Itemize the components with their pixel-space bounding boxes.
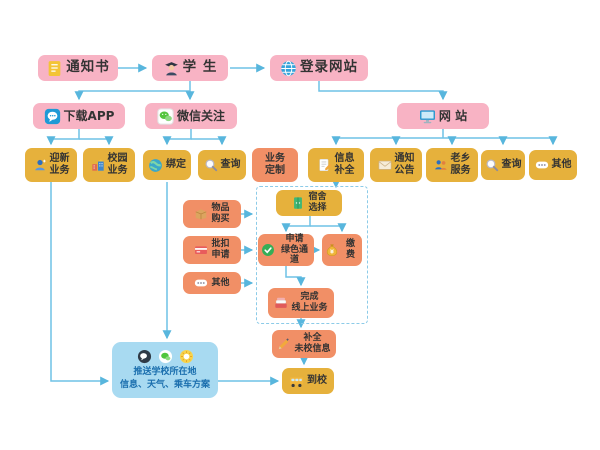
node-campus-label: 校园 业务 <box>107 153 128 176</box>
push-panel-icons <box>137 349 194 364</box>
search-icon <box>485 158 499 172</box>
node-student-label: 学 生 <box>182 59 218 76</box>
node-website-label: 网 站 <box>438 108 468 123</box>
svg-text:¥: ¥ <box>330 250 334 256</box>
node-fellow-service: 老乡 服务 <box>426 148 478 182</box>
node-arrive-label: 到校 <box>307 375 327 387</box>
chat-bubble-icon <box>158 349 173 364</box>
node-bind: 绑定 <box>143 150 191 180</box>
node-fellow-label: 老乡 服务 <box>450 153 471 176</box>
node-dorm-label: 宿舍 选择 <box>308 192 327 213</box>
node-goods-purchase: 物品 购买 <box>183 200 241 228</box>
node-pay: ¥ 缴费 <box>322 234 362 266</box>
node-deduct-label: 批扣 申请 <box>211 239 230 260</box>
globe-icon <box>280 60 297 77</box>
node-app-label: 下载APP <box>63 108 115 123</box>
document-icon <box>46 60 63 77</box>
earth-icon <box>148 158 163 173</box>
node-arrive-school: 到校 <box>282 368 334 394</box>
node-fill-info: 补全 未校信息 <box>272 330 336 358</box>
dorm-cabinet-icon <box>291 196 305 210</box>
form-pencil-icon <box>318 158 332 172</box>
node-green-channel-label: 申请 绿色通道 <box>280 234 308 266</box>
node-query-wechat: 查询 <box>198 150 246 180</box>
node-complete-online: 完成 线上业务 <box>268 288 334 318</box>
node-campus-business: 校园 业务 <box>83 148 135 182</box>
school-bus-icon <box>289 374 304 389</box>
push-info-panel: 推送学校所在地 信息、天气、乘车方案 <box>112 342 218 398</box>
node-fill-label: 补全 未校信息 <box>294 333 331 354</box>
node-pay-label: 缴费 <box>345 239 355 260</box>
bank-card-icon <box>194 243 208 257</box>
node-goods-label: 物品 购买 <box>211 203 230 224</box>
node-download-app: 下载APP <box>33 103 125 129</box>
node-bind-label: 绑定 <box>166 159 186 171</box>
node-info-complete: 信息 补全 <box>308 148 364 182</box>
node-announce-label: 通知 公告 <box>394 153 415 176</box>
node-other-web: 其他 <box>529 150 577 180</box>
node-welcome-label: 迎新 业务 <box>49 153 70 176</box>
dots-icon <box>535 159 549 171</box>
search-icon <box>204 158 218 172</box>
box-icon <box>194 207 208 221</box>
campus-building-icon <box>91 158 105 172</box>
node-notice-label: 通知书 <box>66 59 110 76</box>
node-info-label: 信息 补全 <box>334 153 355 176</box>
node-other-web-label: 其他 <box>551 159 572 171</box>
node-announcement: 通知 公告 <box>370 148 422 182</box>
node-login-website: 登录网站 <box>270 55 368 81</box>
node-batch-deduct: 批扣 申请 <box>183 236 241 264</box>
wechat-icon <box>157 107 174 125</box>
node-notice: 通知书 <box>38 55 118 81</box>
monitor-icon <box>419 108 436 125</box>
business-custom-dashed-group <box>256 186 368 324</box>
node-custom-label: 业务 定制 <box>265 153 285 176</box>
envelope-icon <box>378 158 392 172</box>
student-icon <box>163 60 180 77</box>
pencil-icon <box>277 337 291 351</box>
newcomer-icon <box>33 158 47 172</box>
node-other-left-label: 其他 <box>211 277 230 288</box>
people-icon <box>434 158 448 172</box>
node-business-custom: 业务 定制 <box>252 148 298 182</box>
node-welcome-business: 迎新 业务 <box>25 148 77 182</box>
node-other-left: 其他 <box>183 272 241 294</box>
app-icon <box>44 108 61 125</box>
stacked-cards-icon <box>274 296 288 310</box>
node-dorm-select: 宿舍 选择 <box>276 190 342 216</box>
node-green-channel: 申请 绿色通道 <box>258 234 314 266</box>
node-query-web-label: 查询 <box>501 159 522 171</box>
wechat-bubble-icon <box>137 349 152 364</box>
node-query-wechat-label: 查询 <box>220 159 241 171</box>
node-complete-label: 完成 线上业务 <box>291 292 328 313</box>
node-wechat-label: 微信关注 <box>176 108 225 123</box>
node-website: 网 站 <box>397 103 489 129</box>
money-bag-icon: ¥ <box>325 243 339 257</box>
dots-icon <box>194 277 208 289</box>
green-check-icon <box>261 243 275 257</box>
weather-sun-icon <box>179 349 194 364</box>
node-wechat-follow: 微信关注 <box>145 103 237 129</box>
node-student: 学 生 <box>152 55 228 81</box>
node-query-web: 查询 <box>481 150 525 180</box>
node-login-label: 登录网站 <box>300 59 358 76</box>
push-panel-label: 推送学校所在地 信息、天气、乘车方案 <box>119 367 210 390</box>
